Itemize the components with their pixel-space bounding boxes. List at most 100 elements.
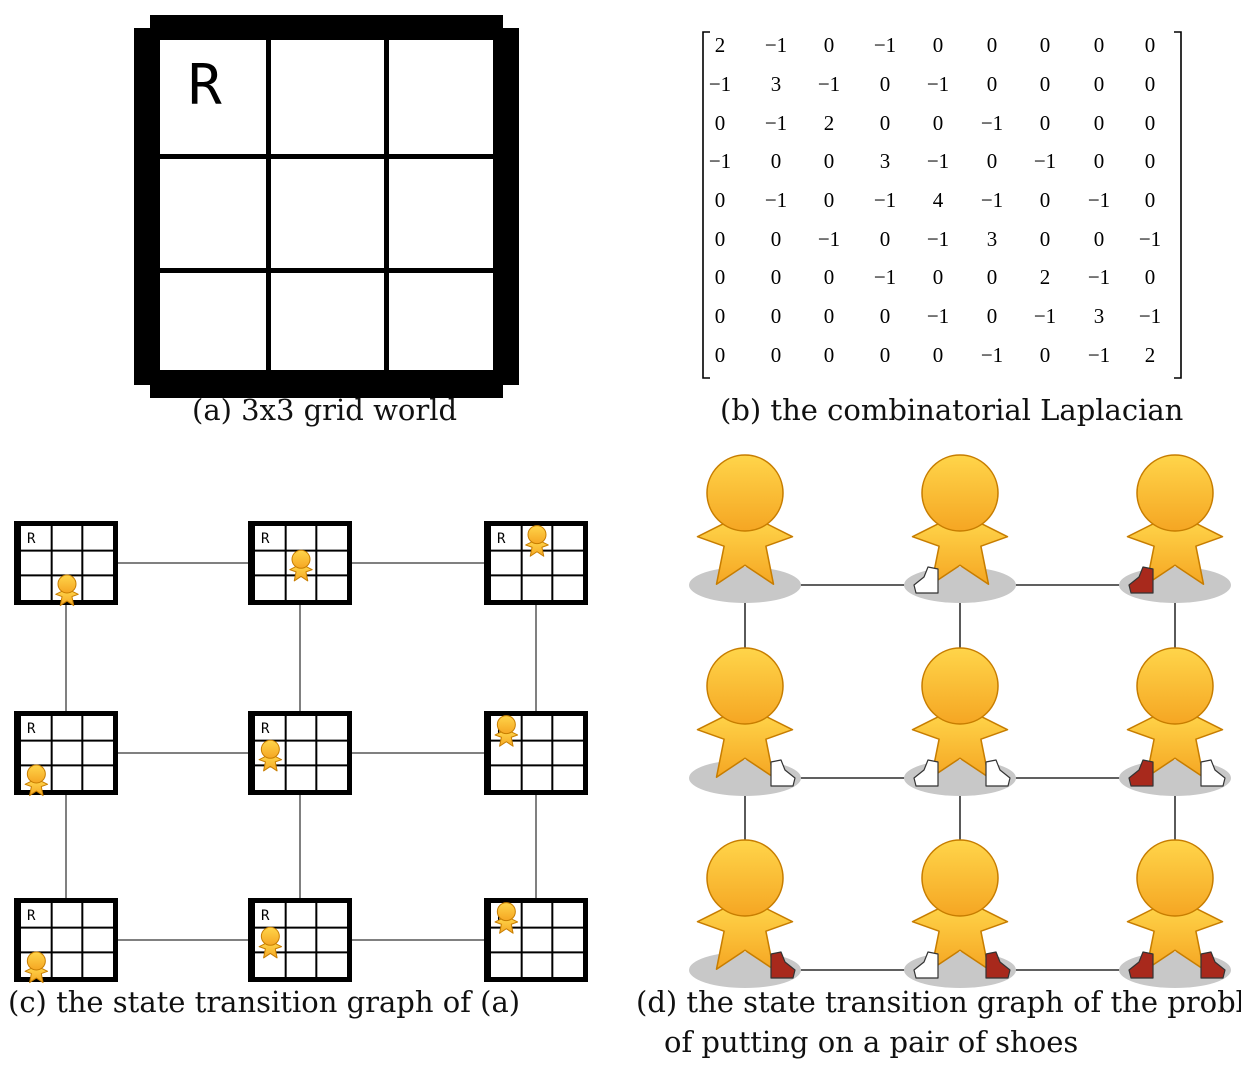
floor-shadow bbox=[904, 952, 1016, 988]
node-start-label: R bbox=[497, 531, 506, 547]
shoe-graph-edges bbox=[745, 585, 1175, 970]
node-start-label: R bbox=[27, 531, 36, 547]
matrix-cell: 0 bbox=[706, 304, 734, 329]
shoe-state-node bbox=[904, 648, 1016, 796]
floor-shadow bbox=[689, 760, 801, 796]
matrix-cell: 0 bbox=[978, 149, 1006, 174]
state-node: R bbox=[248, 898, 352, 982]
node-start-label: R bbox=[27, 721, 36, 737]
node-start-label: R bbox=[27, 908, 36, 924]
agent-icon bbox=[25, 952, 47, 983]
matrix-cell: 0 bbox=[1085, 227, 1113, 252]
matrix-cell: 3 bbox=[1085, 304, 1113, 329]
matrix-cell: −1 bbox=[871, 265, 899, 290]
matrix-cell: −1 bbox=[1136, 227, 1164, 252]
floor-shadow bbox=[904, 760, 1016, 796]
matrix-cell: −1 bbox=[978, 111, 1006, 136]
shoe-icon bbox=[914, 567, 938, 593]
matrix-cell: 3 bbox=[978, 227, 1006, 252]
matrix-cell: 0 bbox=[924, 265, 952, 290]
node-start-label: R bbox=[261, 721, 270, 737]
matrix-cell: 0 bbox=[924, 33, 952, 58]
matrix-cell: −1 bbox=[762, 188, 790, 213]
matrix-cell: 2 bbox=[706, 33, 734, 58]
matrix-cell: 0 bbox=[1136, 149, 1164, 174]
floor-shadow bbox=[689, 567, 801, 603]
floor-shadow bbox=[904, 567, 1016, 603]
shoe-icon bbox=[1201, 760, 1225, 786]
state-node: R bbox=[14, 711, 118, 796]
shoe-icon bbox=[986, 760, 1010, 786]
state-node: R bbox=[14, 898, 118, 983]
matrix-cell: −1 bbox=[871, 33, 899, 58]
agent-icon bbox=[526, 526, 549, 557]
matrix-cell: 2 bbox=[1031, 265, 1059, 290]
matrix-cell: 0 bbox=[871, 111, 899, 136]
matrix-cell: 0 bbox=[1031, 72, 1059, 97]
matrix-cell: 0 bbox=[1031, 111, 1059, 136]
agent-icon bbox=[913, 648, 1008, 777]
matrix-cell: 0 bbox=[815, 265, 843, 290]
matrix-cell: 0 bbox=[871, 72, 899, 97]
node-start-label: R bbox=[261, 531, 270, 547]
matrix-cell: 0 bbox=[815, 149, 843, 174]
agent-icon bbox=[56, 575, 79, 606]
floor-shadow bbox=[1119, 567, 1231, 603]
matrix-cell: 0 bbox=[1085, 111, 1113, 136]
matrix-cell: 0 bbox=[1031, 188, 1059, 213]
matrix-cell: 2 bbox=[815, 111, 843, 136]
shoe-icon bbox=[771, 952, 795, 978]
state-node: R bbox=[484, 521, 588, 605]
agent-icon bbox=[698, 648, 793, 777]
matrix-cell: −1 bbox=[1031, 149, 1059, 174]
matrix-cell: 0 bbox=[815, 343, 843, 368]
matrix-cell: 0 bbox=[762, 304, 790, 329]
matrix-cell: −1 bbox=[706, 72, 734, 97]
matrix-cell: −1 bbox=[1136, 304, 1164, 329]
matrix-cell: 0 bbox=[762, 227, 790, 252]
matrix-cell: −1 bbox=[978, 343, 1006, 368]
matrix-cell: 0 bbox=[978, 265, 1006, 290]
node-start-label: R bbox=[497, 908, 506, 924]
matrix-cell: 0 bbox=[978, 72, 1006, 97]
state-node: R bbox=[14, 521, 118, 606]
matrix-cell: 0 bbox=[871, 304, 899, 329]
caption-d-line2: of putting on a pair of shoes bbox=[664, 1025, 1078, 1059]
matrix-cell: 0 bbox=[1085, 33, 1113, 58]
matrix-cell: 0 bbox=[1085, 72, 1113, 97]
matrix-cell: 2 bbox=[1136, 343, 1164, 368]
agent-icon bbox=[913, 455, 1008, 584]
matrix-cell: −1 bbox=[1085, 188, 1113, 213]
matrix-cell: 0 bbox=[1136, 111, 1164, 136]
matrix-cell: 0 bbox=[1136, 188, 1164, 213]
matrix-cell: 0 bbox=[706, 343, 734, 368]
matrix-cell: 0 bbox=[1031, 227, 1059, 252]
agent-icon bbox=[698, 455, 793, 584]
agent-icon bbox=[495, 903, 517, 934]
matrix-cell: 0 bbox=[706, 227, 734, 252]
matrix-cell: −1 bbox=[762, 33, 790, 58]
agent-icon bbox=[1128, 648, 1223, 777]
shoe-state-node bbox=[1119, 840, 1231, 988]
floor-shadow bbox=[1119, 760, 1231, 796]
matrix-cell: 0 bbox=[871, 343, 899, 368]
matrix-cell: 0 bbox=[924, 343, 952, 368]
shoe-state-node bbox=[1119, 455, 1231, 603]
shoe-icon bbox=[1201, 952, 1225, 978]
agent-icon bbox=[25, 765, 47, 796]
matrix-cell: −1 bbox=[1085, 343, 1113, 368]
state-node: R bbox=[484, 898, 588, 982]
matrix-cell: 0 bbox=[1085, 149, 1113, 174]
shoe-icon bbox=[986, 952, 1010, 978]
matrix-cell: −1 bbox=[706, 149, 734, 174]
agent-icon bbox=[290, 550, 313, 581]
agent-icon bbox=[259, 927, 282, 958]
shoe-icon bbox=[1129, 567, 1153, 593]
matrix-cell: 0 bbox=[706, 188, 734, 213]
matrix-cell: 0 bbox=[706, 111, 734, 136]
shoe-icon bbox=[1129, 760, 1153, 786]
shoe-state-node bbox=[904, 840, 1016, 988]
matrix-cell: 0 bbox=[978, 33, 1006, 58]
node-start-label: R bbox=[261, 908, 270, 924]
